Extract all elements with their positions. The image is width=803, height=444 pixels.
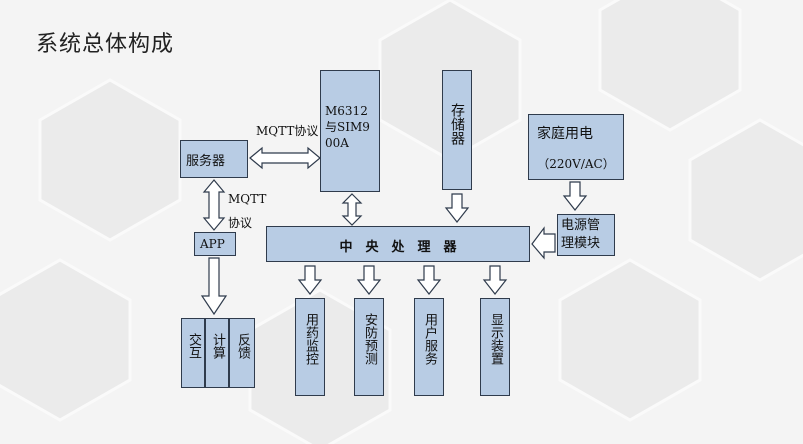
cpu-med-arrow <box>297 265 323 295</box>
m6312-cpu-arrow <box>341 193 363 226</box>
power-module-label: 电源管理模块 <box>561 218 601 251</box>
server-box: 服务器 <box>180 140 248 178</box>
interaction-label: 交互 <box>186 333 201 359</box>
app-box: APP <box>194 232 236 256</box>
user-service-box: 用户服务 <box>414 298 444 396</box>
m6312-sim900a-box: M6312与SIM900A <box>320 70 380 192</box>
display-box: 显示装置 <box>480 298 510 396</box>
security-label: 安防预测 <box>362 313 377 365</box>
interaction-box: 交互 <box>181 318 205 388</box>
cpu-display-arrow <box>482 265 508 295</box>
page-title: 系统总体构成 <box>36 32 175 57</box>
home-power-box: 家庭用电 （220V/AC） <box>528 114 624 180</box>
mqtt-left-label-1: MQTT <box>228 192 267 206</box>
power-module-box: 电源管理模块 <box>557 214 615 256</box>
feedback-label: 反馈 <box>235 333 250 359</box>
app-interaction-arrow <box>200 257 228 316</box>
server-app-arrow <box>202 179 226 231</box>
user-service-label: 用户服务 <box>422 313 437 365</box>
cpu-security-arrow <box>356 265 382 295</box>
cpu-user-arrow <box>416 265 442 295</box>
med-monitor-box: 用药监控 <box>295 298 325 396</box>
storage-cpu-arrow <box>444 193 470 223</box>
storage-label: 存储器 <box>449 103 465 145</box>
cpu-box: 中 央 处 理 器 <box>266 226 530 262</box>
home-power-voltage: （220V/AC） <box>537 157 615 171</box>
storage-box: 存储器 <box>442 70 472 190</box>
feedback-box: 反馈 <box>229 318 255 388</box>
compute-label: 计算 <box>210 333 225 359</box>
home-power-label: 家庭用电 <box>537 126 593 142</box>
cpu-label: 中 央 处 理 器 <box>339 240 457 255</box>
mqtt-top-label: MQTT协议 <box>256 124 319 138</box>
display-label: 显示装置 <box>488 313 503 365</box>
mqtt-left-label-2: 协议 <box>228 216 253 230</box>
security-box: 安防预测 <box>354 298 384 396</box>
app-label: APP <box>200 237 225 251</box>
m6312-label: M6312与SIM900A <box>325 104 370 150</box>
module-cpu-arrow <box>531 226 556 260</box>
server-m6312-arrow <box>249 146 321 170</box>
med-monitor-label: 用药监控 <box>303 313 318 365</box>
server-label: 服务器 <box>186 154 226 169</box>
compute-box: 计算 <box>205 318 229 388</box>
homepower-module-arrow <box>562 181 588 211</box>
